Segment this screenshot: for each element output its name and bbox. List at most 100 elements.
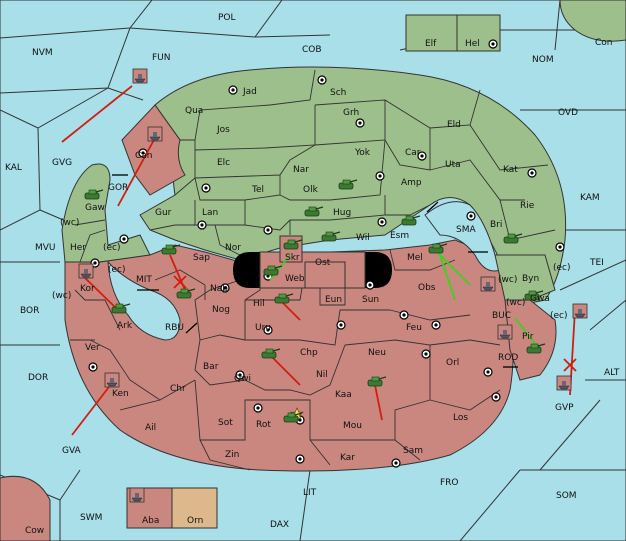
label-esm: Esm (390, 231, 409, 241)
label-hil: Hil (253, 299, 265, 309)
fleet-icon[interactable] (104, 372, 120, 388)
fleet-icon[interactable] (147, 126, 163, 142)
label-coast-wc-gwa: (wc) (506, 298, 525, 308)
label-elf: Elf (425, 39, 437, 49)
label-bar: Bar (203, 362, 219, 372)
move-arrow (374, 384, 383, 421)
fleet-icon[interactable] (480, 276, 496, 292)
label-neu: Neu (368, 348, 386, 358)
army-icon[interactable] (111, 303, 131, 314)
label-jad: Jad (242, 87, 257, 97)
move-arrow (82, 275, 117, 309)
fleet-icon[interactable] (572, 303, 588, 319)
label-rot: Rot (256, 420, 271, 430)
label-qwi: Qwi (234, 374, 251, 384)
strait-rbu-arrow (185, 322, 198, 334)
army-icon[interactable] (261, 348, 281, 359)
supply-center-dot (494, 395, 498, 399)
label-nab: Nab (210, 284, 228, 294)
army-icon[interactable] (428, 243, 448, 254)
label-kat: Kat (503, 165, 518, 175)
label-gvg: GVG (52, 158, 72, 168)
fleet-icon[interactable] (132, 68, 148, 84)
province-orn[interactable] (171, 487, 218, 529)
label-gwa: Gwa (530, 294, 550, 304)
label-nil: Nil (316, 370, 328, 380)
label-uta: Uta (445, 160, 461, 170)
supply-center-dot (434, 323, 438, 327)
supply-center-dot (530, 171, 534, 175)
supply-center-dot (200, 223, 204, 227)
province-con[interactable] (559, 0, 626, 42)
label-skr: Skr (285, 253, 300, 263)
supply-center-dot (141, 151, 145, 155)
label-coast-wc-kor: (wc) (52, 291, 71, 301)
supply-center-dot (420, 154, 424, 158)
province-ost[interactable] (304, 261, 346, 289)
label-rbu: RBU (165, 323, 184, 333)
army-icon[interactable] (161, 244, 181, 255)
label-ken: Ken (112, 389, 129, 399)
army-icon[interactable] (274, 293, 294, 304)
label-rie: Rie (520, 201, 535, 211)
supply-center-dot (298, 457, 302, 461)
supply-center-dot (339, 323, 343, 327)
label-sma: SMA (456, 225, 476, 235)
failed-move-icon (173, 275, 187, 289)
label-sap: Sap (193, 253, 210, 263)
army-icon[interactable] (283, 412, 303, 423)
army-icon[interactable] (524, 290, 544, 301)
supply-center-dot (320, 78, 324, 82)
supply-center-dot (394, 461, 398, 465)
fleet-icon[interactable] (556, 375, 572, 391)
label-sam: Sam (403, 446, 423, 456)
label-bri: Bri (490, 220, 502, 230)
move-arrow (71, 382, 113, 436)
army-icon[interactable] (321, 231, 341, 242)
supply-center-dot (380, 220, 384, 224)
move-arrow (269, 354, 301, 386)
supply-center-dot (368, 283, 372, 287)
province-pir[interactable] (504, 299, 557, 381)
army-icon[interactable] (304, 206, 324, 217)
labels-layer: POL NVM FUN COB NOM OVD KAL GVG KAM MVU … (5, 13, 620, 536)
label-orn: Orn (187, 516, 203, 526)
army-icon[interactable] (176, 288, 196, 299)
army-icon[interactable] (367, 376, 387, 387)
label-coast-ec-gwa: (ec) (550, 311, 568, 321)
army-icon[interactable] (263, 265, 283, 276)
label-lit: LIT (303, 488, 317, 498)
province-cow[interactable] (0, 475, 51, 541)
fleet-icon[interactable] (497, 324, 513, 340)
supply-center-dot (469, 214, 473, 218)
label-nor: Nor (225, 243, 241, 253)
failed-move-icon (563, 358, 577, 372)
fleet-icon[interactable] (78, 263, 94, 279)
label-eun: Eun (325, 295, 342, 305)
supply-center-dot (238, 373, 242, 377)
label-mvu: MVU (35, 243, 56, 253)
army-icon[interactable] (283, 239, 303, 250)
label-ost: Ost (315, 258, 331, 268)
province-byn[interactable] (494, 254, 556, 301)
army-icon[interactable] (526, 343, 546, 354)
army-icon[interactable] (84, 189, 104, 200)
province-can[interactable] (121, 104, 186, 196)
label-ark: Ark (117, 321, 133, 331)
army-icon[interactable] (338, 179, 358, 190)
label-gvp: GVP (555, 403, 574, 413)
label-lan: Lan (202, 208, 218, 218)
label-pir: Pir (522, 332, 534, 342)
label-som: SOM (556, 491, 577, 501)
province-elf[interactable] (405, 14, 458, 52)
label-gur: Gur (155, 208, 172, 218)
supply-center-dot (91, 365, 95, 369)
supply-center-dot (424, 352, 428, 356)
fleet-icon[interactable] (129, 487, 145, 503)
army-icon[interactable] (401, 215, 421, 226)
support-arrow (436, 251, 471, 286)
label-elc: Elc (217, 158, 230, 168)
label-hug: Hug (333, 208, 351, 218)
army-icon[interactable] (503, 233, 523, 244)
label-coast-wc-gaw: (wc) (60, 218, 79, 228)
